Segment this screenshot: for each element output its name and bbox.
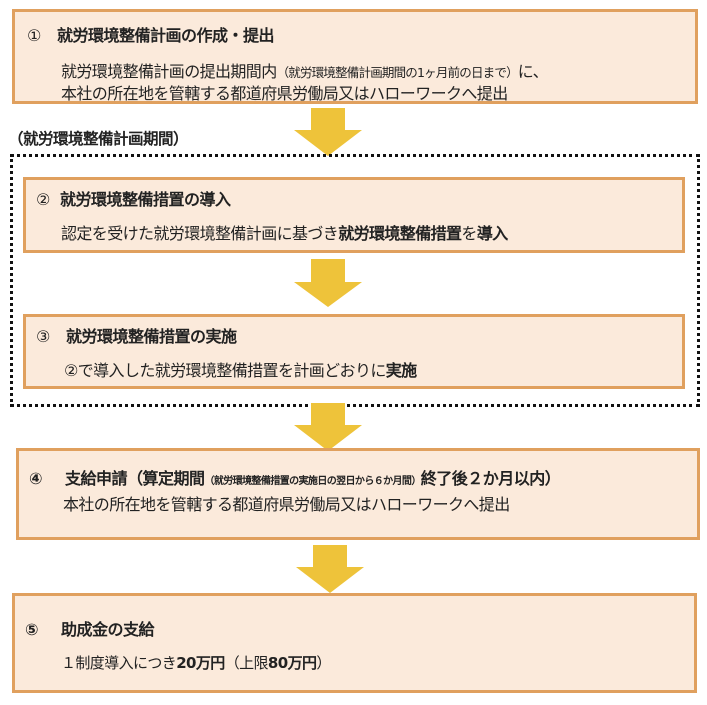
arrow-down-icon [294, 403, 362, 451]
step-3-line: ②で導入した就労環境整備措置を計画どおりに実施 [64, 357, 417, 381]
step-4-title-small: （就労環境整備措置の実施日の翌日から６か月間） [204, 476, 422, 487]
period-label: （就労環境整備計画期間） [8, 130, 189, 148]
step-2-number: ② [36, 190, 50, 209]
step-2-box: ② 就労環境整備措置の導入 認定を受けた就労環境整備計画に基づき就労環境整備措置を… [23, 177, 685, 253]
step-1-number: ① [27, 26, 41, 45]
arrow-down-icon [294, 108, 362, 156]
step-4-title-pre: 支給申請（算定期間 [65, 469, 205, 488]
step-5-line-close: ） [316, 654, 331, 672]
step-4-number: ④ [29, 469, 43, 488]
step-5-title: 助成金の支給 [61, 620, 155, 639]
step-1-heading: ① 就労環境整備計画の作成・提出 [27, 22, 275, 46]
step-5-heading: ⑤ 助成金の支給 [25, 616, 155, 640]
step-2-line-bold-1: 就労環境整備措置 [338, 224, 462, 243]
step-1-line-1-paren: （就労環境整備計画期間の1ヶ月前の日まで） [276, 65, 519, 80]
arrow-down-icon [294, 259, 362, 307]
step-1-line-1-text: 就労環境整備計画の提出期間内 [61, 62, 277, 81]
step-3-title: 就労環境整備措置の実施 [66, 327, 237, 346]
step-1-line-2: 本社の所在地を管轄する都道府県労働局又はハローワークへ提出 [61, 84, 508, 103]
step-2-line-text: 認定を受けた就労環境整備計画に基づき [61, 224, 339, 243]
step-1-line-1-post: に、 [517, 62, 549, 81]
step-3-number: ③ [36, 327, 50, 346]
step-3-line-text: ②で導入した就労環境整備措置を計画どおりに [64, 361, 386, 380]
step-5-limit-label: （上限 [224, 654, 269, 672]
step-2-heading: ② 就労環境整備措置の導入 [36, 186, 231, 210]
step-5-limit-amount: 80万円 [267, 654, 317, 672]
step-3-line-bold: 実施 [385, 361, 417, 380]
step-2-line-mid: を [461, 224, 477, 243]
step-5-box: ⑤ 助成金の支給 １制度導入につき20万円（上限80万円） [12, 593, 697, 693]
step-2-line: 認定を受けた就労環境整備計画に基づき就労環境整備措置を導入 [61, 220, 508, 244]
step-2-title: 就労環境整備措置の導入 [60, 190, 231, 209]
arrow-down-icon [296, 545, 364, 593]
step-5-line-text: １制度導入につき [61, 654, 177, 672]
step-1-title: 就労環境整備計画の作成・提出 [57, 26, 275, 45]
step-1-line-1: 就労環境整備計画の提出期間内（就労環境整備計画期間の1ヶ月前の日まで）に、 [61, 58, 549, 82]
step-4-line: 本社の所在地を管轄する都道府県労働局又はハローワークへ提出 [63, 495, 510, 514]
step-4-title-post: 終了後２か月以内） [420, 469, 561, 488]
step-5-number: ⑤ [25, 620, 39, 639]
step-2-line-bold-2: 導入 [476, 224, 508, 243]
step-3-heading: ③ 就労環境整備措置の実施 [36, 323, 237, 347]
step-4-box: ④ 支給申請（算定期間（就労環境整備措置の実施日の翌日から６か月間）終了後２か月以… [16, 448, 700, 540]
step-3-box: ③ 就労環境整備措置の実施 ②で導入した就労環境整備措置を計画どおりに実施 [23, 314, 685, 389]
step-5-line: １制度導入につき20万円（上限80万円） [61, 652, 331, 673]
step-1-box: ① 就労環境整備計画の作成・提出 就労環境整備計画の提出期間内（就労環境整備計画期… [12, 9, 698, 104]
step-5-amount: 20万円 [176, 654, 225, 672]
step-4-heading: ④ 支給申請（算定期間（就労環境整備措置の実施日の翌日から６か月間）終了後２か月以… [29, 465, 561, 489]
plan-period-container [10, 154, 700, 407]
